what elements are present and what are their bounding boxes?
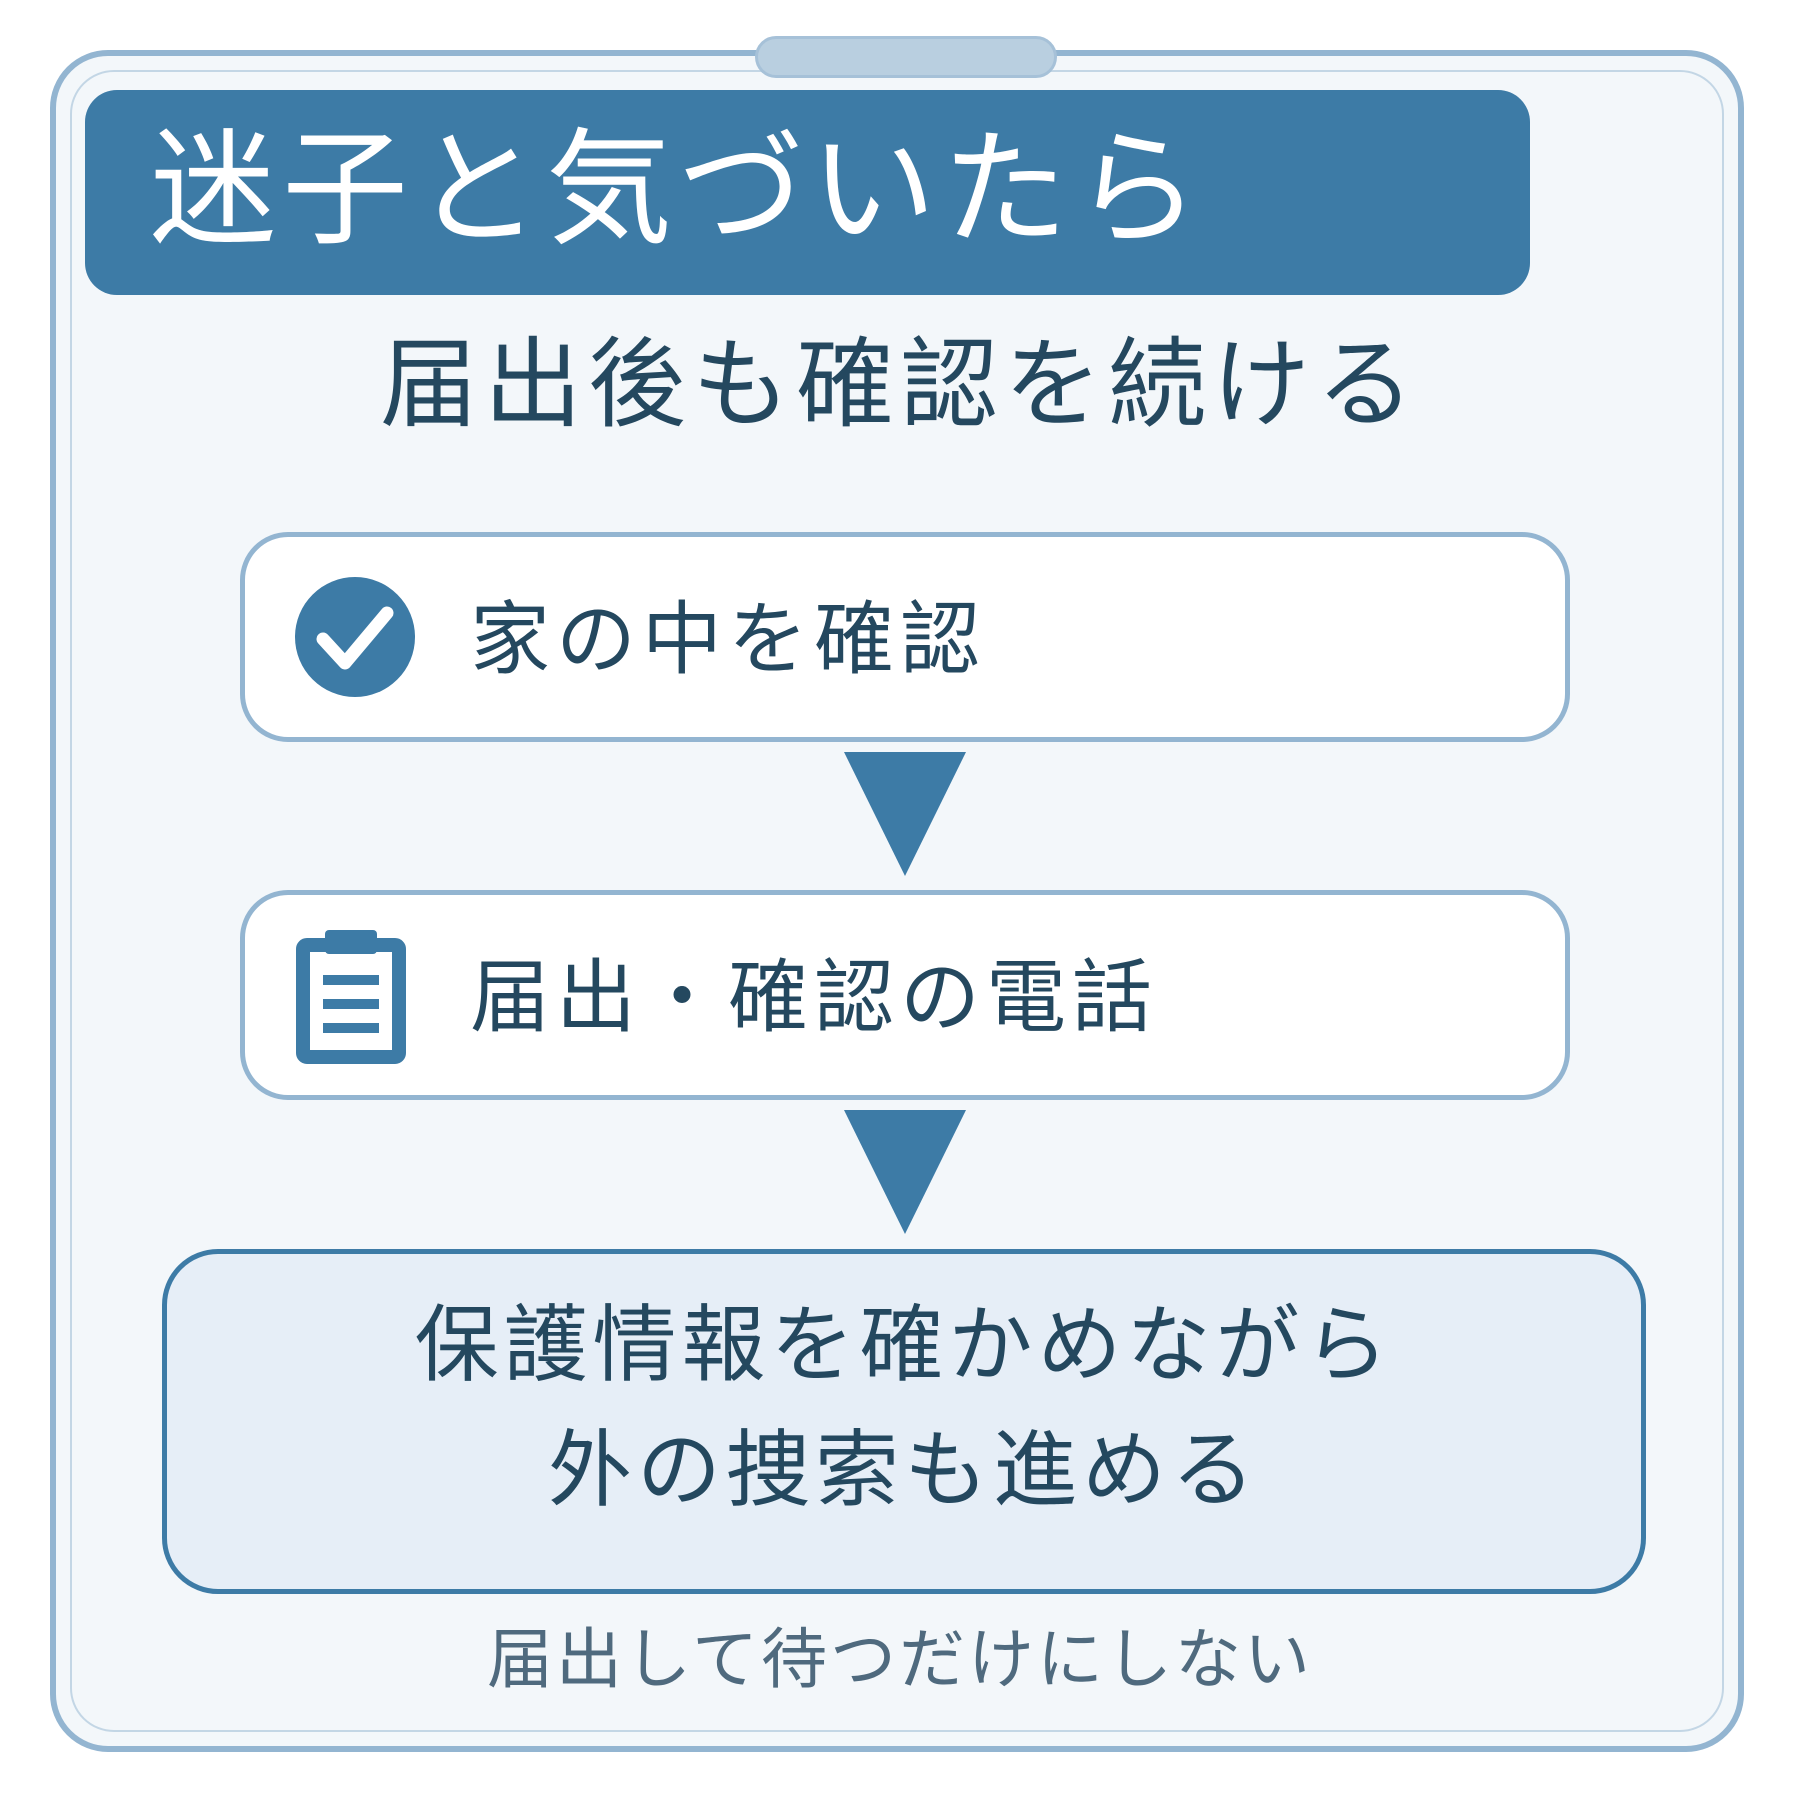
down-arrow-icon (844, 1110, 966, 1234)
step-box-2 (240, 890, 1570, 1100)
final-step-box (162, 1249, 1646, 1594)
subtitle: 届出後も確認を続ける (379, 328, 1420, 442)
step-label-2: 届出・確認の電話 (470, 951, 1158, 1044)
final-step-line-2: 外の捜索も進める (547, 1421, 1260, 1519)
footer-note: 届出して待つだけにしない (486, 1621, 1314, 1698)
hang-tab (755, 36, 1057, 78)
step-box-1 (240, 532, 1570, 742)
page-title: 迷子と気づいたら (150, 116, 1206, 263)
final-step-line-1: 保護情報を確かめながら (414, 1296, 1394, 1394)
clipboard-icon (296, 930, 406, 1064)
step-label-1: 家の中を確認 (470, 593, 986, 686)
check-circle-icon (295, 577, 415, 697)
title-bar (85, 90, 1530, 295)
down-arrow-icon (844, 752, 966, 876)
